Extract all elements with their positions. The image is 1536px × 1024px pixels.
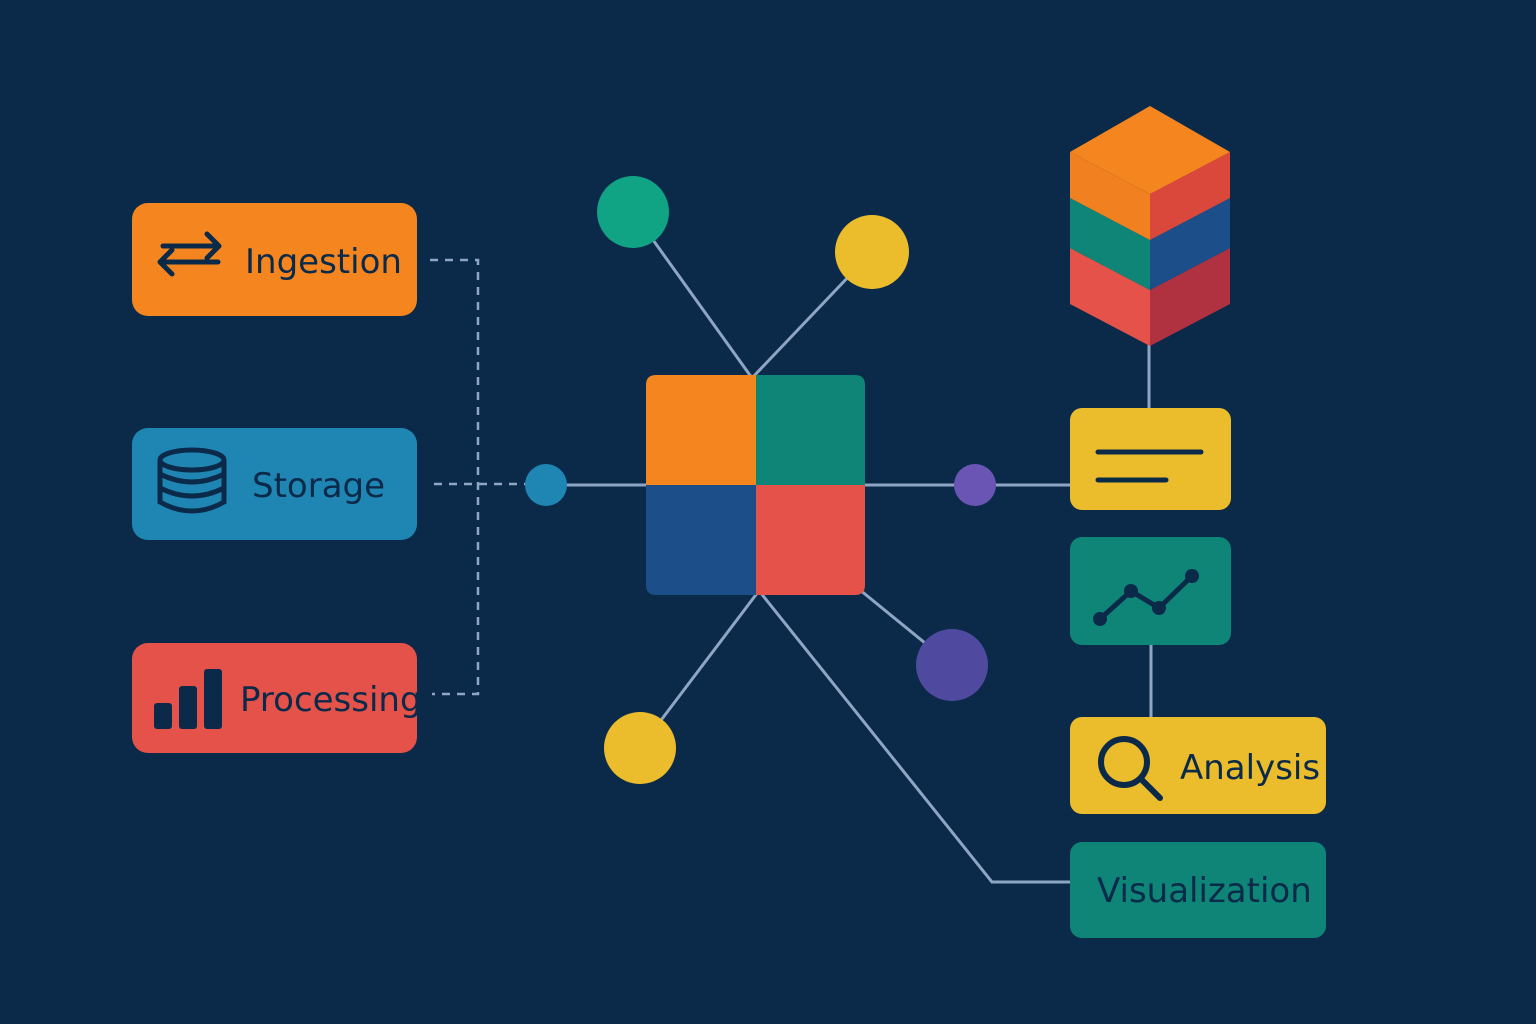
card-processing-bg (132, 643, 417, 753)
card-visualization-bg (1070, 842, 1326, 938)
card-ingestion[interactable]: Ingestion (132, 203, 417, 316)
hub-quadrant-teal (756, 375, 865, 485)
hub-quadrant-blue (646, 485, 756, 595)
node-left (525, 464, 567, 506)
document-card-bg (1070, 408, 1231, 510)
node-top-left (597, 176, 669, 248)
card-ingestion-bg (132, 203, 417, 316)
bar-chart-icon (154, 669, 222, 729)
line-chart-card-bg (1070, 537, 1231, 645)
hub-quadrant-orange (646, 375, 756, 485)
document-card[interactable] (1070, 408, 1231, 510)
node-bottom-right (916, 629, 988, 701)
card-analysis[interactable]: Analysis (1070, 717, 1326, 814)
line-chart-icon (1093, 569, 1199, 626)
node-bottom-left (604, 712, 676, 784)
central-hub (646, 375, 865, 595)
card-processing-label: Processing (240, 680, 422, 720)
card-storage-label: Storage (252, 466, 385, 506)
document-lines-icon (1095, 449, 1204, 483)
node-top-right (835, 215, 909, 289)
card-visualization-label: Visualization (1097, 871, 1312, 911)
card-analysis-label: Analysis (1180, 748, 1320, 788)
connector-visualization (758, 591, 1072, 884)
arrows-exchange-icon (157, 231, 222, 277)
database-icon (157, 447, 227, 514)
card-storage[interactable]: Storage (132, 428, 417, 540)
node-right (954, 464, 996, 506)
card-processing[interactable]: Processing (132, 643, 422, 753)
dashed-connector-ingestion (430, 258, 480, 696)
hub-quadrant-red (756, 485, 865, 595)
magnifier-icon (1098, 736, 1163, 801)
card-visualization[interactable]: Visualization (1070, 842, 1326, 938)
line-chart-card[interactable] (1070, 537, 1231, 645)
card-ingestion-label: Ingestion (245, 242, 402, 282)
layered-cube-icon (1070, 106, 1230, 346)
